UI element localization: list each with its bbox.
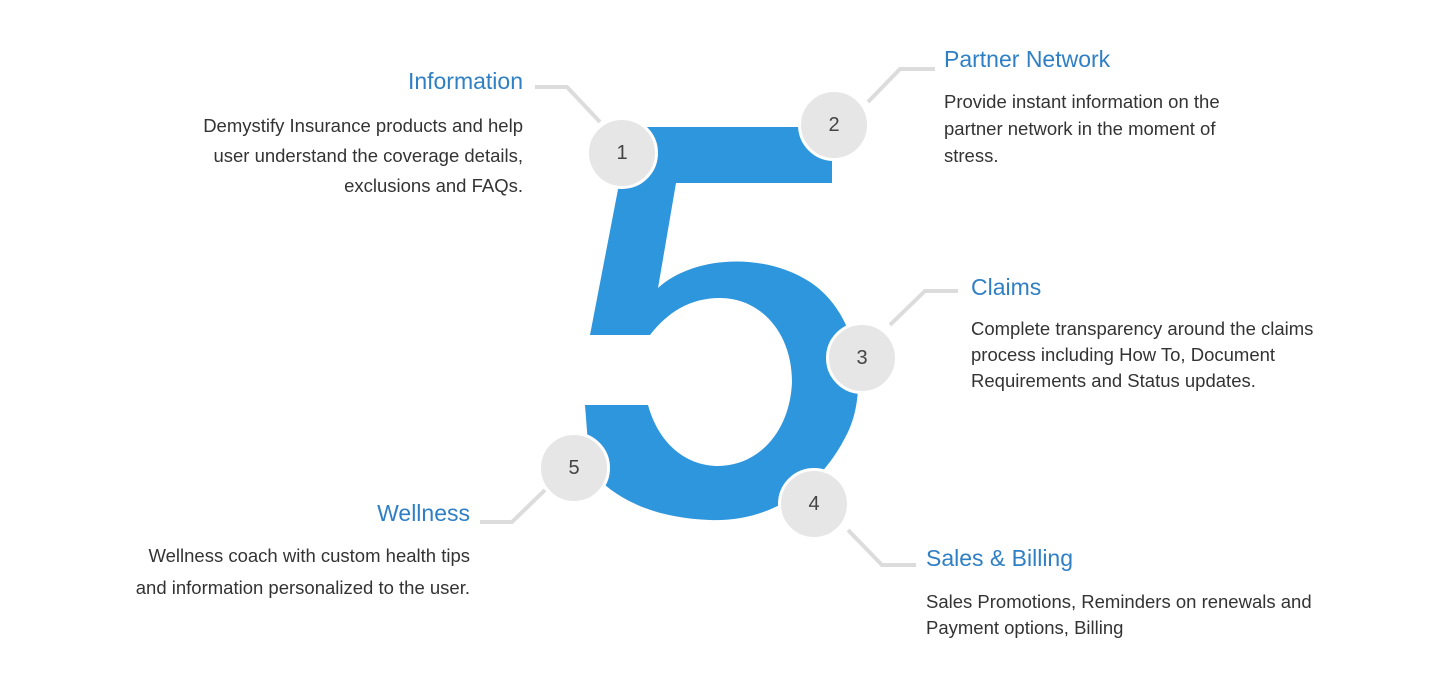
step-node-2: 2 bbox=[798, 89, 870, 161]
wellness-description: Wellness coach with custom health tips a… bbox=[136, 540, 470, 604]
connector-2 bbox=[866, 67, 935, 104]
information-description: Demystify Insurance products and help us… bbox=[203, 111, 523, 201]
step-node-5: 5 bbox=[538, 432, 610, 504]
partner-network-title: Partner Network bbox=[944, 46, 1111, 72]
claims-line-2: process including How To, Document bbox=[971, 344, 1276, 365]
partner-network-line-2: partner network in the moment of bbox=[944, 118, 1216, 139]
step-node-3: 3 bbox=[826, 322, 898, 394]
partner-network-line-1: Provide instant information on the bbox=[944, 91, 1220, 112]
sales-billing-title: Sales & Billing bbox=[926, 545, 1074, 571]
information-line-1: Demystify Insurance products and help bbox=[203, 115, 523, 136]
sales-billing-line-2: Payment options, Billing bbox=[926, 617, 1124, 638]
connector-5 bbox=[480, 488, 547, 524]
claims-title: Claims bbox=[971, 274, 1042, 300]
claims-description: Complete transparency around the claims … bbox=[971, 316, 1313, 394]
connector-4 bbox=[846, 528, 916, 567]
wellness-line-1: Wellness coach with custom health tips bbox=[148, 545, 470, 566]
information-title: Information bbox=[407, 68, 523, 94]
step-node-1: 1 bbox=[586, 117, 658, 189]
connector-3 bbox=[888, 289, 958, 327]
connector-1 bbox=[535, 85, 602, 124]
big-five-shape bbox=[585, 127, 859, 521]
claims-line-3: Requirements and Status updates. bbox=[971, 370, 1256, 391]
claims-line-1: Complete transparency around the claims bbox=[971, 318, 1314, 339]
wellness-title: Wellness bbox=[377, 500, 470, 526]
partner-network-description: Provide instant information on the partn… bbox=[944, 88, 1220, 169]
sales-billing-description: Sales Promotions, Reminders on renewals … bbox=[926, 589, 1312, 641]
wellness-line-2: and information personalized to the user… bbox=[135, 577, 470, 598]
step-node-4: 4 bbox=[778, 468, 850, 540]
information-line-2: user understand the coverage details, bbox=[213, 145, 523, 166]
partner-network-line-3: stress. bbox=[944, 145, 999, 166]
sales-billing-line-1: Sales Promotions, Reminders on renewals … bbox=[926, 591, 1312, 612]
information-line-3: exclusions and FAQs. bbox=[344, 175, 523, 196]
